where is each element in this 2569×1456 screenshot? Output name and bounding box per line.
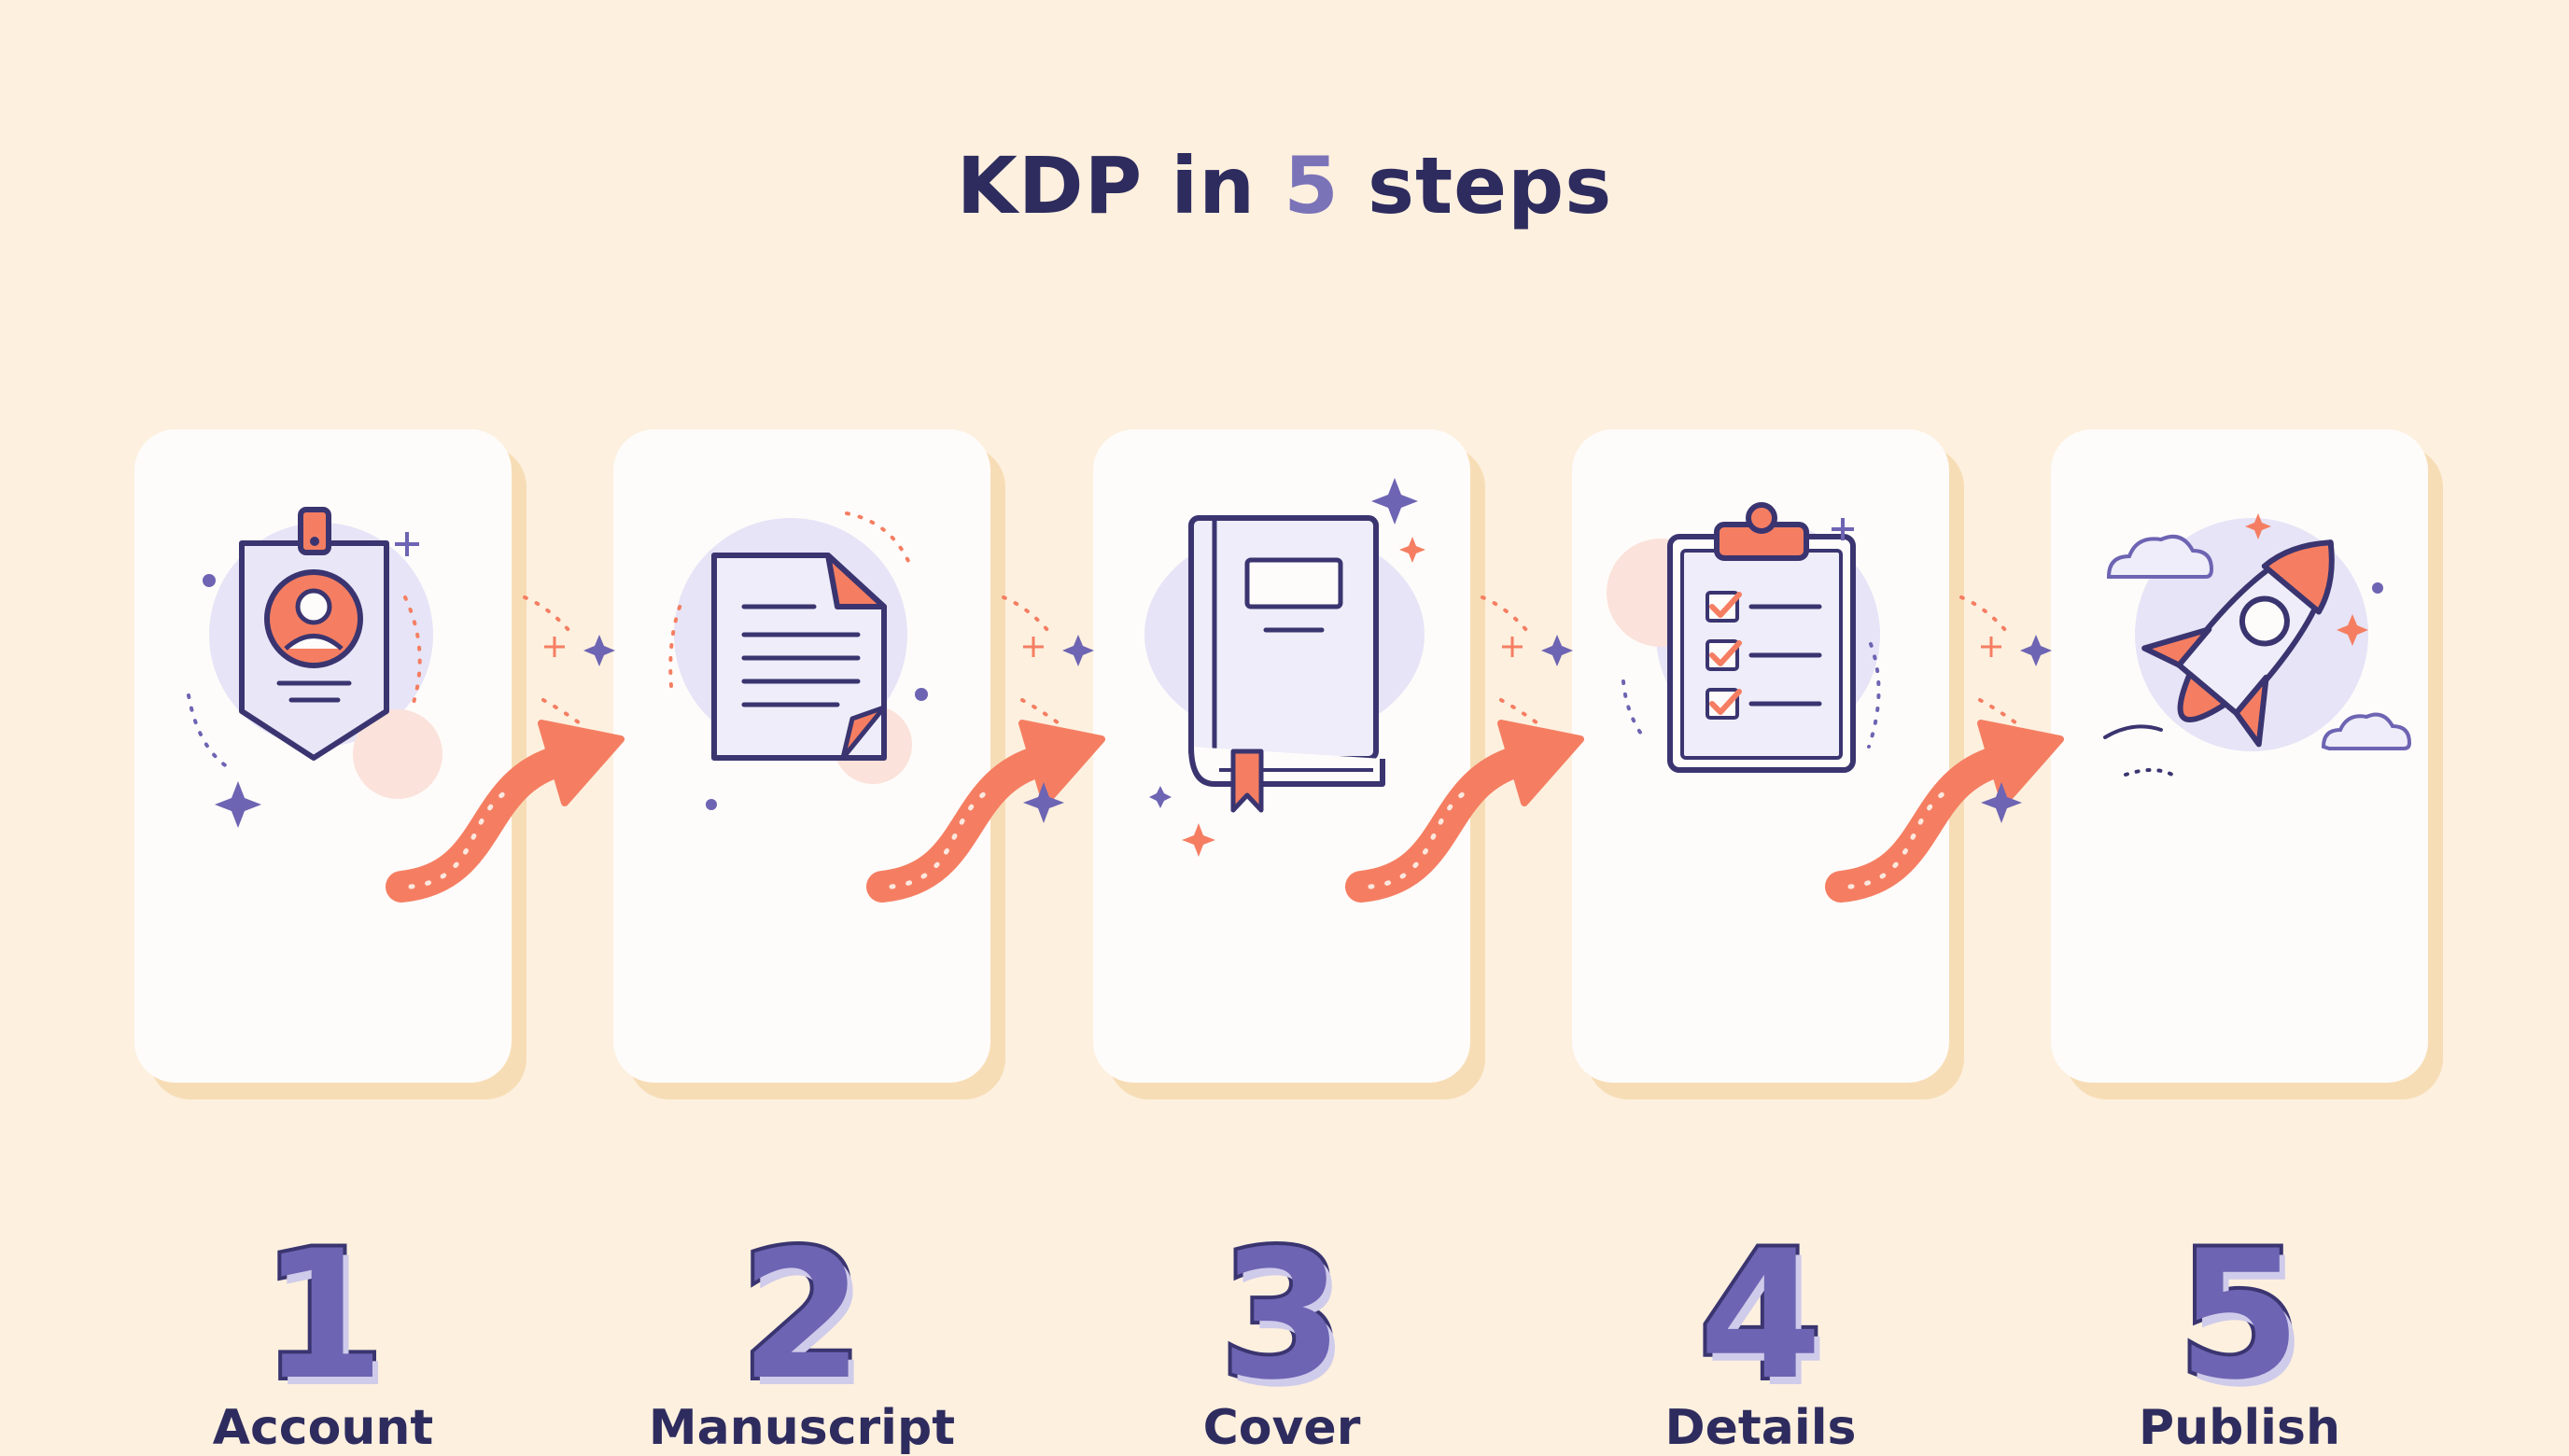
title-accent: 5 [1284,140,1340,231]
step-label: Account [212,1400,434,1456]
page-title: KDP in 5 steps [0,140,2569,231]
step-label: Details [1664,1400,1857,1456]
step-number: 4 [1695,1212,1826,1419]
step-number: 3 [1216,1212,1347,1419]
sparkle-dots [1959,595,2054,750]
id-badge-icon [187,507,442,828]
step-card-manuscript: 2 Manuscript [613,429,990,1456]
step-label: Publish [2139,1400,2340,1456]
rocket-icon [2103,513,2412,777]
title-prefix: KDP in [956,140,1284,231]
book-icon [1144,478,1425,857]
document-icon [668,511,928,810]
step-number: 5 [2174,1212,2305,1419]
sparkle-dots [1002,595,1096,750]
sparkle-icon [1023,782,1064,823]
title-suffix: steps [1339,140,1613,231]
step-card-cover: 3 Cover [1093,429,1470,1456]
step-card-publish: 5 Publish [2051,429,2428,1456]
step-number: 2 [737,1212,867,1419]
step-label: Manuscript [648,1400,956,1456]
clipboard-checklist-icon [1607,502,1881,773]
sparkle-dots [523,595,617,750]
step-card-account: 1 Account [134,429,512,1456]
step-number: 1 [258,1212,388,1419]
step-card-details: 4 Details [1572,429,1949,1456]
sparkle-icon [1981,782,2022,823]
step-label: Cover [1202,1400,1361,1456]
sparkle-dots [1481,595,1575,750]
